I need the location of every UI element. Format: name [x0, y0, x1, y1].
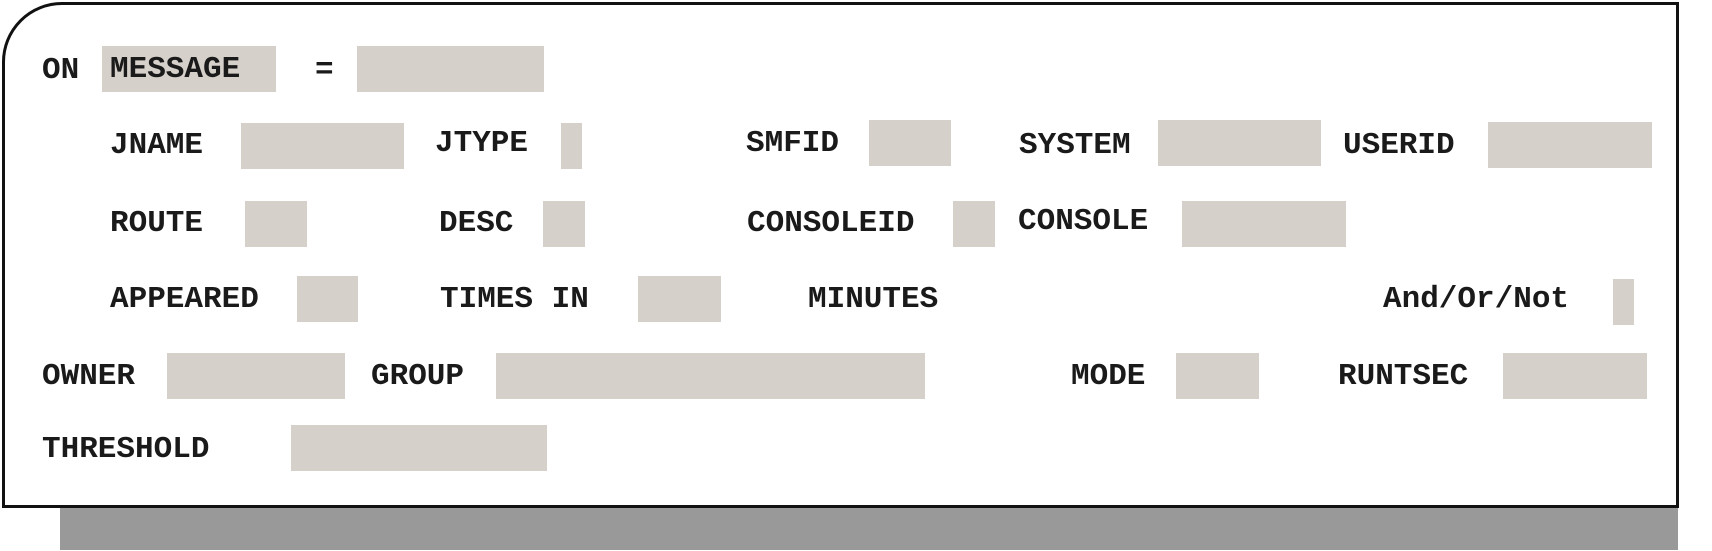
route-field[interactable]	[245, 201, 307, 247]
smfid-label: SMFID	[746, 126, 840, 161]
on-label: ON	[42, 53, 80, 88]
appeared-label: APPEARED	[110, 282, 259, 317]
route-label: ROUTE	[110, 206, 204, 241]
userid-label: USERID	[1343, 128, 1455, 163]
runtsec-label: RUNTSEC	[1338, 359, 1469, 394]
desc-field[interactable]	[543, 201, 585, 247]
mode-label: MODE	[1071, 359, 1146, 394]
minutes-label: MINUTES	[808, 282, 939, 317]
on-type-value: MESSAGE	[110, 51, 241, 87]
and-or-not-label: And/Or/Not	[1383, 282, 1570, 317]
threshold-label: THRESHOLD	[42, 432, 210, 467]
system-label: SYSTEM	[1019, 128, 1131, 163]
group-field[interactable]	[496, 353, 925, 399]
consoleid-field[interactable]	[953, 201, 995, 247]
console-field[interactable]	[1182, 201, 1346, 247]
appeared-field[interactable]	[297, 276, 358, 322]
threshold-field[interactable]	[291, 425, 547, 471]
on-type-field[interactable]: MESSAGE	[102, 46, 276, 92]
system-field[interactable]	[1158, 120, 1321, 166]
desc-label: DESC	[439, 206, 514, 241]
group-label: GROUP	[371, 359, 465, 394]
jname-field[interactable]	[241, 123, 404, 169]
runtsec-field[interactable]	[1503, 353, 1647, 399]
message-field[interactable]	[357, 46, 544, 92]
times-in-label: TIMES IN	[440, 282, 589, 317]
mode-field[interactable]	[1176, 353, 1259, 399]
jtype-field[interactable]	[561, 123, 582, 169]
owner-label: OWNER	[42, 359, 136, 394]
owner-field[interactable]	[167, 353, 345, 399]
jname-label: JNAME	[110, 128, 204, 163]
and-or-not-field[interactable]	[1613, 279, 1634, 325]
equals-label: =	[315, 53, 334, 88]
console-label: CONSOLE	[1018, 204, 1149, 239]
smfid-field[interactable]	[869, 120, 951, 166]
jtype-label: JTYPE	[435, 126, 529, 161]
on-message-panel	[2, 2, 1679, 508]
userid-field[interactable]	[1488, 122, 1652, 168]
times-in-field[interactable]	[638, 276, 721, 322]
consoleid-label: CONSOLEID	[747, 206, 915, 241]
